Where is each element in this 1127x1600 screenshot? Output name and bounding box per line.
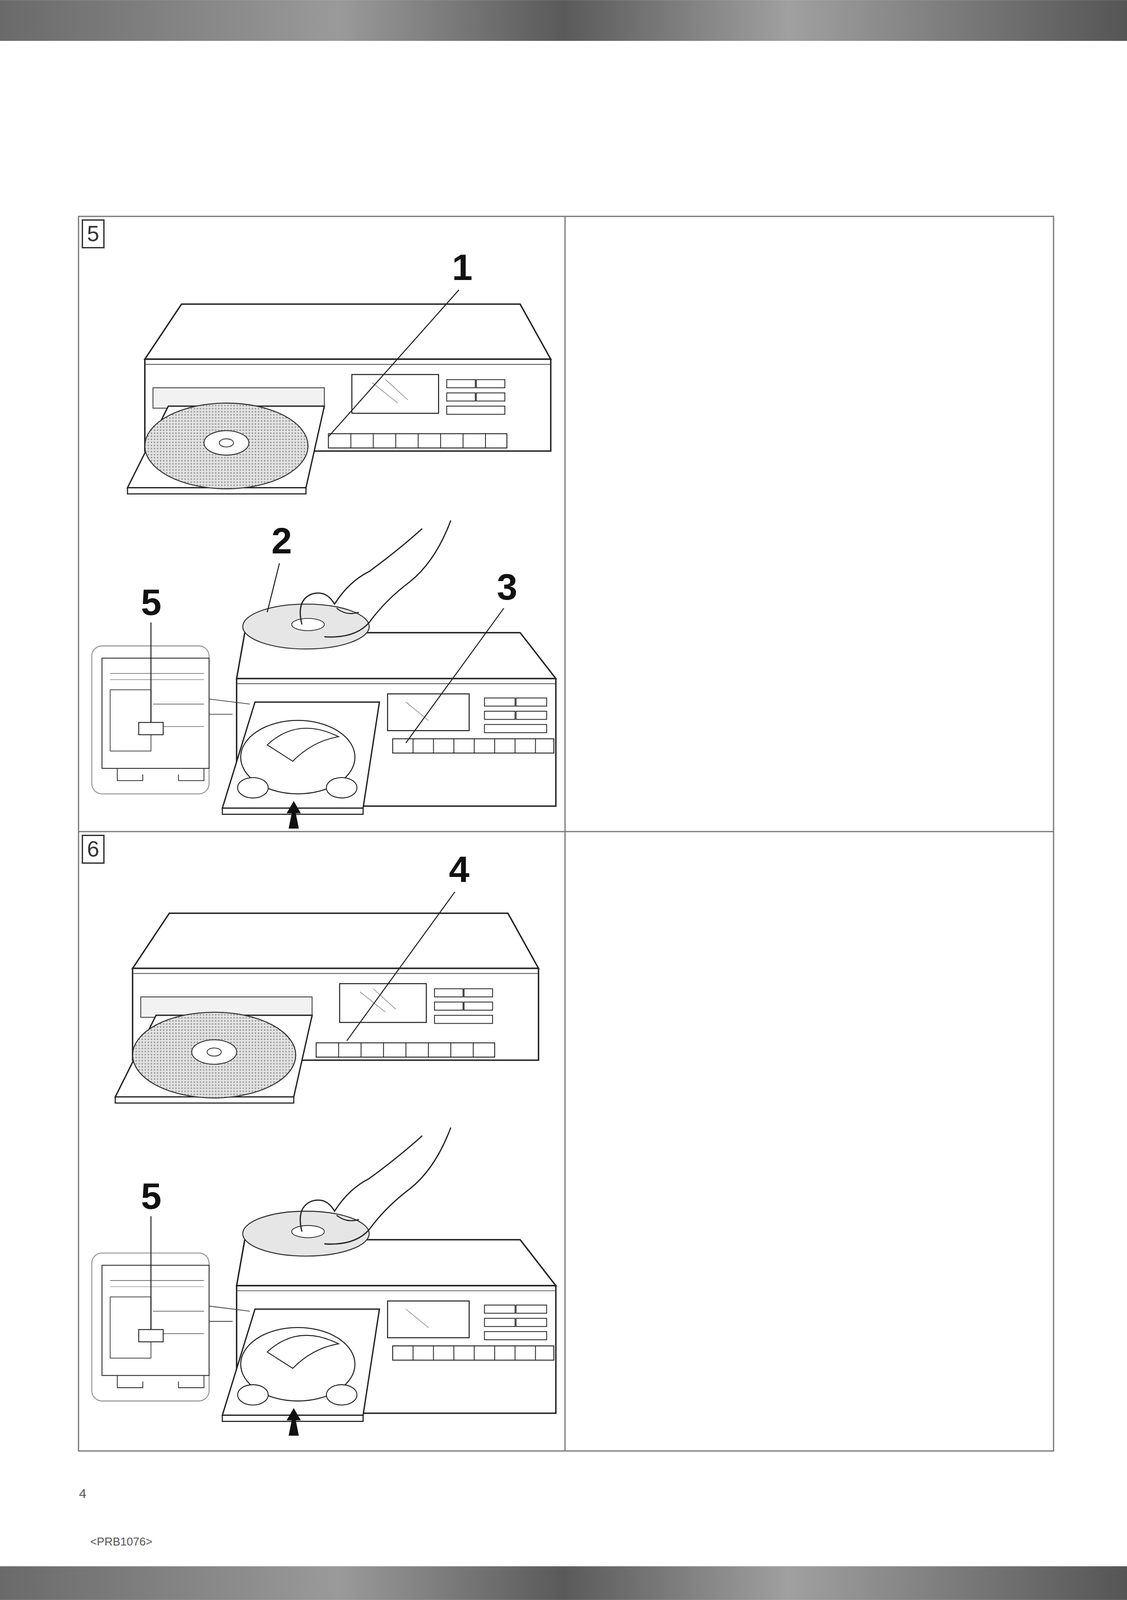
callout-number: 5 [141,583,162,621]
cd-player-loading [91,1127,556,1436]
callout-number: 4 [449,850,470,888]
section-number-box: 5 [81,219,105,249]
callout-number: 1 [452,248,473,286]
section-number: 5 [86,222,100,245]
document-code: <PRB1076> [90,1535,153,1547]
section-number-box: 6 [81,834,105,864]
bottom-band [0,1565,1127,1600]
leader-lines [151,289,504,1329]
cd-player-loading [91,520,556,829]
cd-player-open [115,913,539,1103]
page-number: 4 [79,1486,87,1500]
cd-player-open [127,304,551,494]
callout-number: 5 [141,1177,162,1214]
section-number: 6 [86,837,100,860]
callout-number: 3 [496,568,518,606]
top-band [0,0,1127,41]
callout-number: 2 [271,521,293,559]
page-frame [78,216,1054,1451]
